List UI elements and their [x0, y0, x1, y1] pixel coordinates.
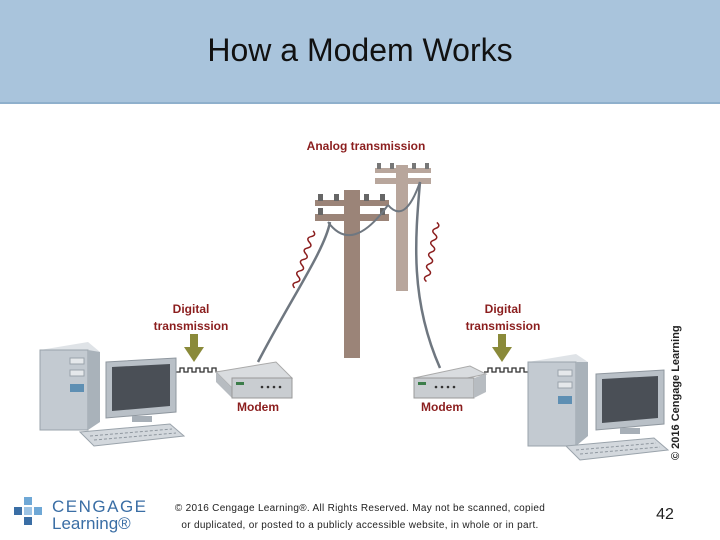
cengage-logo: CENGAGE Learning® — [12, 495, 146, 534]
modem-label-left: Modem — [237, 400, 279, 414]
monitor-icon — [105, 357, 177, 422]
copyright-notice: © 2016 Cengage Learning®. All Rights Res… — [160, 500, 560, 534]
phone-line — [256, 221, 332, 363]
page-number: 42 — [656, 506, 674, 523]
analog-transmission-label: Analog transmission — [307, 139, 426, 153]
modem-icon — [412, 365, 488, 399]
utility-pole-icon — [315, 190, 389, 358]
phone-line — [327, 204, 389, 237]
digital-label-right-line1: Digital — [485, 302, 522, 316]
image-credit: © 2016 Cengage Learning — [670, 325, 682, 460]
digital-label-left-line2: transmission — [154, 319, 229, 333]
keyboard-icon — [564, 437, 670, 461]
modem-label-right: Modem — [421, 400, 463, 414]
logo-wordmark-top: CENGAGE — [52, 497, 148, 516]
keyboard-icon — [78, 423, 186, 447]
utility-pole-icon — [375, 163, 431, 291]
computer-tower-icon — [527, 354, 588, 447]
phone-line — [387, 181, 421, 213]
slide-title: How a Modem Works — [207, 32, 513, 68]
modem-icon — [214, 361, 294, 399]
digital-wave-icon — [484, 367, 528, 373]
cengage-logo-icon — [14, 497, 42, 525]
monitor-icon — [595, 369, 665, 434]
phone-line — [414, 181, 442, 369]
slide-header: How a Modem Works — [0, 0, 720, 104]
copyright-line-1: © 2016 Cengage Learning®. All Rights Res… — [174, 503, 546, 514]
analog-wave-icon — [292, 230, 316, 289]
digital-label-left-line1: Digital — [173, 302, 210, 316]
down-arrow-icon — [184, 334, 204, 362]
digital-label-right-line2: transmission — [466, 319, 541, 333]
logo-wordmark-bottom: Learning® — [52, 514, 131, 533]
computer-tower-icon — [39, 342, 100, 431]
copyright-line-2: or duplicated, or posted to a publicly a… — [181, 520, 539, 531]
modem-diagram: Analog transmission Digital transmission… — [39, 139, 670, 461]
digital-wave-icon — [176, 367, 220, 373]
down-arrow-icon — [492, 334, 512, 362]
analog-wave-icon — [423, 221, 440, 283]
